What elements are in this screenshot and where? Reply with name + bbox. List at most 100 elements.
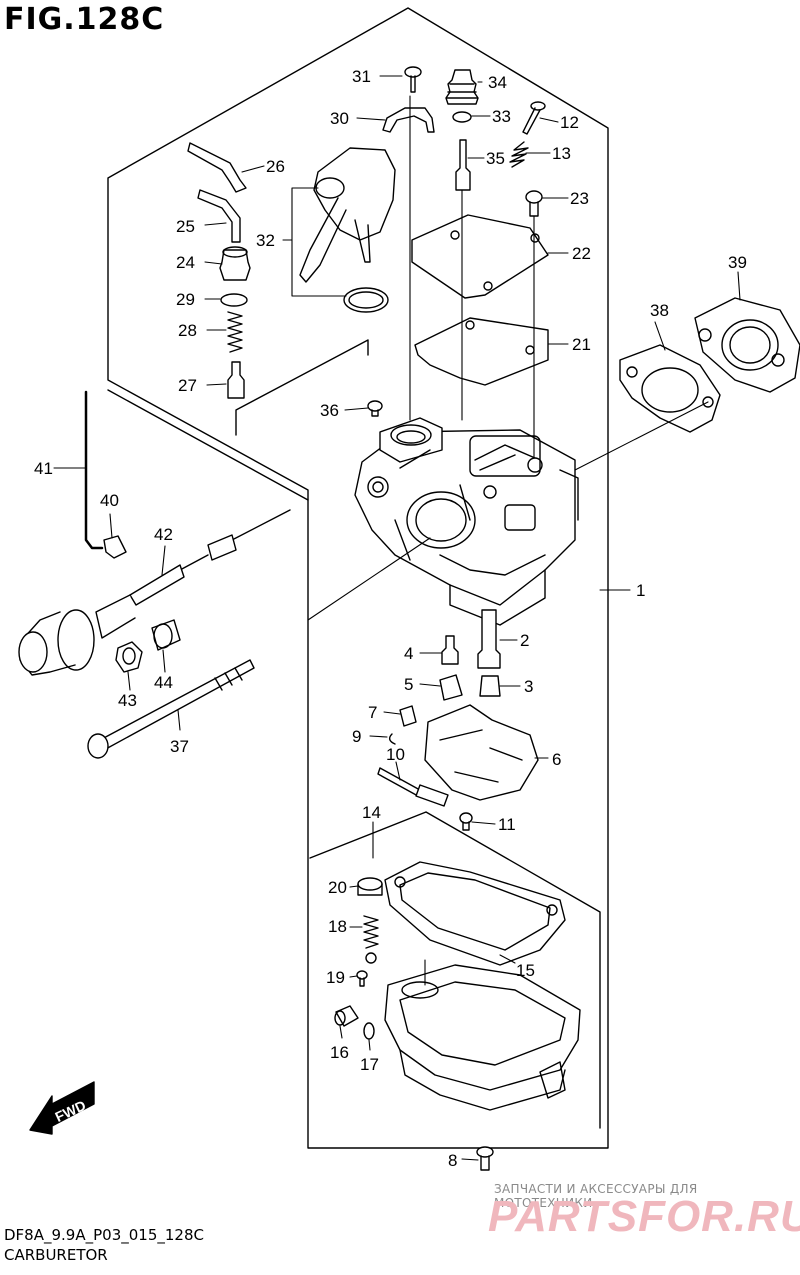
main-jet-4 [441, 635, 459, 665]
spring-28 [227, 311, 243, 353]
callout-32: 32 [256, 231, 275, 250]
callout-labels: 1 2 3 4 5 6 7 8 9 10 11 12 13 14 15 16 1… [34, 67, 747, 1170]
callout-15: 15 [516, 961, 535, 980]
screw-11 [459, 812, 473, 831]
choke-knob [18, 594, 136, 676]
callout-18: 18 [328, 917, 347, 936]
callout-34: 34 [488, 73, 507, 92]
callout-21: 21 [572, 335, 591, 354]
clip-9 [388, 733, 396, 745]
pilot-screw-37 [87, 659, 255, 759]
choke-outline [107, 389, 309, 501]
watermark-tagline: ЗАПЧАСТИ И АКСЕССУАРЫ ДЛЯ МОТОТЕХНИКИ [494, 1182, 698, 1210]
callout-37: 37 [170, 737, 189, 756]
jet-3 [479, 675, 501, 697]
float-bowl-outline [309, 811, 601, 1129]
callout-8: 8 [448, 1151, 457, 1170]
callout-40: 40 [100, 491, 119, 510]
callout-36: 36 [320, 401, 339, 420]
callout-39: 39 [728, 253, 747, 272]
figure-code: DF8A_9.9A_P03_015_128C [4, 1226, 204, 1244]
callout-24: 24 [176, 253, 195, 272]
callout-30: 30 [330, 109, 349, 128]
float-bowl [384, 964, 581, 1111]
callout-17: 17 [360, 1055, 379, 1074]
diaphragm-cover-22 [411, 214, 549, 299]
plug-5 [439, 674, 463, 701]
washer-44 [151, 619, 181, 651]
callout-2: 2 [520, 631, 529, 650]
callout-16: 16 [330, 1043, 349, 1062]
callout-43: 43 [118, 691, 137, 710]
spring-18 [363, 915, 379, 949]
fitting-24 [219, 246, 251, 281]
insulator-39 [694, 297, 800, 393]
callout-13: 13 [552, 144, 571, 163]
callout-11: 11 [498, 815, 516, 834]
callout-38: 38 [650, 301, 669, 320]
gasket-21 [414, 317, 549, 386]
callout-35: 35 [486, 149, 505, 168]
callout-4: 4 [404, 644, 413, 663]
callout-42: 42 [154, 525, 173, 544]
jet-needle-35 [455, 139, 471, 191]
callout-20: 20 [328, 878, 347, 897]
spring-13 [509, 141, 529, 168]
cover-32 [299, 147, 396, 313]
screw-36 [367, 400, 383, 417]
screw-19 [356, 970, 368, 987]
clip-40 [103, 535, 127, 559]
callout-6: 6 [552, 750, 561, 769]
callout-19: 19 [326, 968, 345, 987]
callout-7: 7 [368, 703, 377, 722]
callout-33: 33 [492, 107, 511, 126]
callout-10: 10 [386, 745, 405, 764]
bracket-30 [382, 107, 435, 133]
nut-43 [115, 641, 143, 673]
choke-cable-42 [129, 509, 291, 606]
screw-23 [525, 190, 543, 217]
callout-27: 27 [178, 376, 197, 395]
hose-26 [187, 142, 247, 193]
screw-8 [476, 1146, 494, 1171]
o-ring-17 [363, 1022, 375, 1040]
figure-name: CARBURETOR [4, 1246, 108, 1264]
carburetor-body [354, 417, 579, 626]
callout-23: 23 [570, 189, 589, 208]
callout-25: 25 [176, 217, 195, 236]
screw-31 [404, 66, 422, 93]
callout-44: 44 [154, 673, 173, 692]
callout-26: 26 [266, 157, 285, 176]
ball-18 [365, 952, 377, 964]
callout-22: 22 [572, 244, 591, 263]
o-ring-33 [452, 111, 472, 123]
assembly-outline [107, 7, 609, 1149]
callout-29: 29 [176, 290, 195, 309]
callout-41: 41 [34, 459, 53, 478]
gasket-15 [384, 861, 566, 966]
callout-9: 9 [352, 727, 361, 746]
o-ring-29 [220, 293, 248, 307]
callout-3: 3 [524, 677, 533, 696]
callout-28: 28 [178, 321, 197, 340]
leader-lines [53, 75, 741, 1161]
hose-25 [197, 189, 241, 243]
float-valve-7 [399, 705, 417, 727]
choke-rod-41 [84, 390, 104, 550]
figure-title: FIG.128C [4, 2, 165, 37]
main-nozzle-2 [477, 609, 501, 669]
screw-12 [522, 101, 546, 135]
callout-1: 1 [636, 581, 645, 600]
float-6 [424, 704, 539, 801]
gasket-38 [619, 344, 721, 433]
watermark-logo: PARTSFOR.RU [488, 1192, 800, 1241]
callout-5: 5 [404, 675, 413, 694]
float-pin-10 [377, 767, 449, 807]
callout-31: 31 [352, 67, 371, 86]
needle-valve-27 [227, 361, 245, 399]
forward-direction-badge: FWD [29, 1081, 95, 1135]
rubber-cap-34 [445, 69, 479, 105]
drain-plug-20 [357, 877, 383, 896]
drain-screw-16 [334, 1005, 359, 1027]
